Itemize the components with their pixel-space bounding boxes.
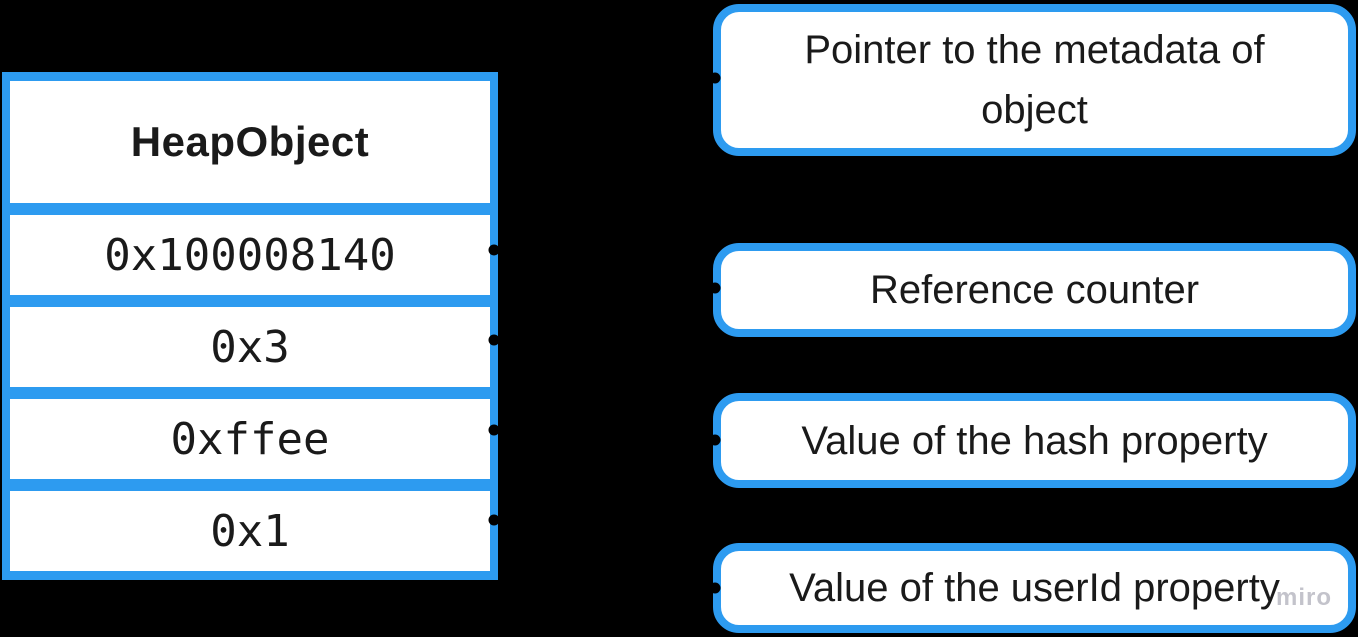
label-text: Reference counter: [869, 268, 1200, 312]
label-box-hash-property: Value of the hash property: [713, 393, 1356, 488]
label-box-metadata-pointer: Pointer to the metadata of object: [713, 4, 1356, 156]
heap-object-table: HeapObject 0x100008140 0x3 0xffee 0x1: [2, 72, 498, 580]
connector-endpoint: [709, 72, 721, 84]
memory-cell-userid-value: 0x1: [10, 491, 490, 571]
connector-endpoint: [709, 282, 721, 294]
connector-endpoint: [709, 582, 721, 594]
miro-watermark: miro: [1276, 584, 1333, 611]
label-text: Pointer to the metadata of object: [804, 28, 1265, 132]
connector-endpoint: [488, 424, 500, 436]
label-box-userid-property: Value of the userId property: [713, 543, 1356, 633]
connector-endpoint: [488, 244, 500, 256]
memory-cell-reference-counter: 0x3: [10, 307, 490, 387]
connector-endpoint: [709, 434, 721, 446]
memory-cell-hash-value: 0xffee: [10, 399, 490, 479]
connector-endpoint: [488, 514, 500, 526]
connector-endpoint: [488, 334, 500, 346]
label-box-reference-counter: Reference counter: [713, 243, 1356, 337]
memory-cell-metadata-pointer: 0x100008140: [10, 215, 490, 295]
label-text: Value of the hash property: [801, 418, 1268, 463]
label-text: Value of the userId property: [789, 566, 1280, 610]
heap-table-header: HeapObject: [10, 81, 490, 203]
